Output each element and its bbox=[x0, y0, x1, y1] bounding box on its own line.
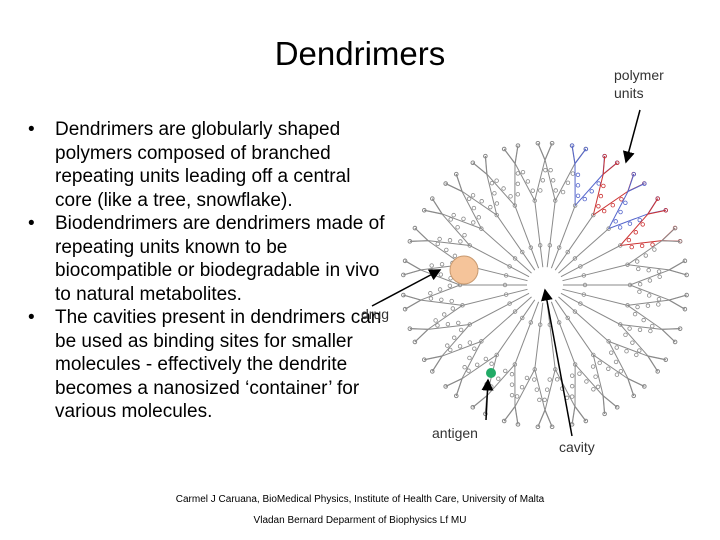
cavity-arrow bbox=[541, 288, 573, 437]
antigen-label: antigen bbox=[432, 425, 478, 441]
drug-arrow bbox=[371, 269, 442, 307]
bullet-list: Dendrimers are globularly shaped polymer… bbox=[28, 118, 388, 424]
bullet-item: The cavities present in dendrimers can b… bbox=[28, 306, 388, 424]
antigen-arrow bbox=[481, 378, 494, 421]
dendrimer-branches bbox=[401, 140, 689, 430]
slide-title: Dendrimers bbox=[274, 35, 446, 72]
antigen-molecule bbox=[486, 368, 496, 378]
bullet-item: Biodendrimers are dendrimers made of rep… bbox=[28, 212, 388, 306]
drug-molecule bbox=[449, 255, 479, 285]
drug-label: drug bbox=[361, 306, 390, 322]
polymer-units-arrow bbox=[622, 109, 641, 164]
cavity-label: cavity bbox=[559, 439, 595, 455]
polymer-units-label: polymer units bbox=[614, 67, 664, 101]
bullet-item: Dendrimers are globularly shaped polymer… bbox=[28, 118, 388, 212]
footer-credit-line2: Vladan Bernard Deparment of Biophysics L… bbox=[253, 515, 467, 526]
footer-credit-line1: Carmel J Caruana, BioMedical Physics, In… bbox=[175, 494, 545, 505]
